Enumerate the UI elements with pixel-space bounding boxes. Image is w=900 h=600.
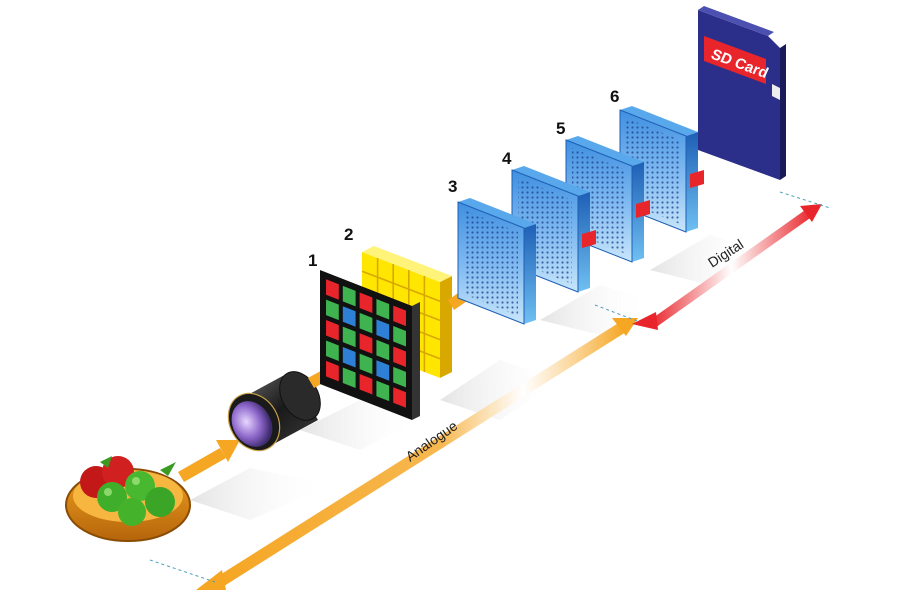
bayer-cell xyxy=(342,367,356,388)
bayer-cell xyxy=(326,320,339,341)
panel-top xyxy=(458,198,536,228)
panel-side xyxy=(524,224,536,324)
bayer-cell xyxy=(359,333,373,354)
bayer-cell xyxy=(359,292,373,313)
processing-panel xyxy=(457,198,536,325)
stage-number-1: 1 xyxy=(308,251,317,270)
panel-top xyxy=(512,166,590,196)
stage-number-5: 5 xyxy=(556,119,565,138)
panel-top xyxy=(566,136,644,166)
bayer-cell xyxy=(376,319,390,340)
filter-grid-line xyxy=(361,270,441,302)
processing-panels xyxy=(457,106,704,325)
bayer-cell xyxy=(393,346,406,367)
bayer-cell xyxy=(342,326,356,348)
bayer-cell xyxy=(342,285,356,307)
stage-number-3: 3 xyxy=(448,177,457,196)
bayer-cell xyxy=(393,387,406,408)
bayer-cell xyxy=(393,326,406,347)
stage-1-bayer-sensor xyxy=(320,270,420,420)
bayer-cell xyxy=(376,380,390,402)
bayer-cell xyxy=(342,306,356,327)
stage-number-labels: 1 2 3 4 5 6 xyxy=(308,87,619,270)
stage-number-6: 6 xyxy=(610,87,619,106)
analogue-axis-arrow xyxy=(149,304,641,590)
flow-arrow-apples-to-lens xyxy=(178,440,240,482)
bayer-cell xyxy=(326,340,339,361)
panel-pixel-grid xyxy=(464,210,518,316)
bayer-color-cells xyxy=(326,279,406,408)
sd-card: SD Card xyxy=(698,6,786,180)
bayer-cell xyxy=(393,305,406,327)
camera-lens xyxy=(227,371,321,452)
panel-connector xyxy=(582,230,596,248)
bayer-cell xyxy=(376,339,390,361)
bayer-cell xyxy=(342,347,356,368)
panel-connector xyxy=(690,170,704,188)
bayer-cell xyxy=(376,299,390,320)
bayer-cell xyxy=(359,353,373,375)
bayer-cell xyxy=(326,360,339,382)
apple-bowl xyxy=(65,456,191,542)
digital-axis-arrow xyxy=(632,191,831,330)
bayer-cell xyxy=(393,366,406,388)
ground-shadows xyxy=(190,235,760,520)
bayer-cell xyxy=(326,279,339,300)
stage-number-4: 4 xyxy=(502,149,512,168)
stage-number-2: 2 xyxy=(344,225,353,244)
bayer-cell xyxy=(359,374,373,395)
bayer-cell xyxy=(359,312,373,334)
bayer-cell xyxy=(376,360,390,381)
panel-connector xyxy=(636,200,650,218)
panel-top xyxy=(620,106,698,136)
bayer-cell xyxy=(326,299,339,321)
